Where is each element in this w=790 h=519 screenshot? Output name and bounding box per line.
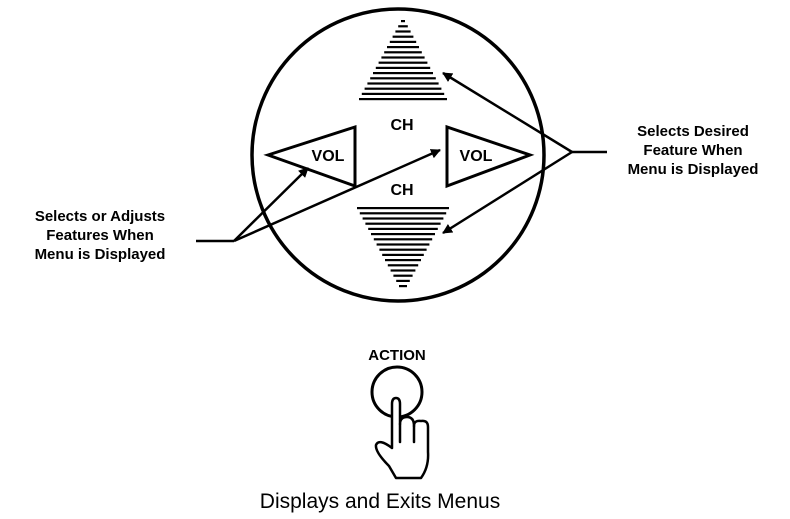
channel-bar (382, 253, 424, 256)
channel-bar (398, 25, 408, 28)
volume-down-arrow-icon (263, 124, 357, 189)
channel-down-button[interactable] (357, 207, 449, 288)
channel-bar (370, 77, 436, 80)
left-callout-line: Menu is Displayed (34, 246, 166, 263)
channel-bar (389, 40, 417, 43)
volume-up-arrow-icon (445, 124, 535, 189)
channel-bar (384, 51, 422, 54)
action-button-label: ACTION (368, 347, 426, 364)
channel-bar (359, 98, 447, 101)
channel-down-label: CH (390, 182, 413, 199)
channel-bar (396, 279, 410, 282)
channel-bar (390, 269, 416, 272)
volume-down-label: VOL (312, 148, 345, 165)
channel-bar (373, 238, 433, 241)
right-callout-line: Menu is Displayed (627, 161, 759, 178)
action-button-caption: Displays and Exits Menus (259, 490, 501, 513)
volume-up-label: VOL (460, 148, 493, 165)
channel-bar (378, 61, 428, 64)
channel-bar (401, 20, 405, 23)
channel-bar (368, 227, 438, 230)
left-callout-line: Selects or Adjusts (34, 208, 166, 225)
channel-bar (359, 212, 447, 215)
volume-up-button[interactable]: VOL (445, 124, 535, 189)
volume-down-button[interactable]: VOL (263, 124, 357, 189)
channel-bar (381, 56, 425, 59)
channel-bar (395, 30, 411, 33)
right-callout-text: Selects Desired Feature When Menu is Dis… (598, 122, 788, 179)
channel-bar (387, 46, 419, 49)
right-callout-line: Selects Desired (637, 123, 749, 140)
channel-bar (376, 243, 430, 246)
channel-bar (373, 72, 433, 75)
channel-bar (387, 264, 419, 267)
channel-bar (364, 87, 442, 90)
channel-bar (371, 233, 435, 236)
channel-bar (399, 285, 407, 288)
channel-bar (365, 222, 441, 225)
channel-bar (392, 35, 414, 38)
right-callout-pointer (442, 71, 607, 235)
keypad-outer-ring (250, 7, 546, 303)
channel-up-label: CH (390, 117, 413, 134)
channel-bar (361, 92, 445, 95)
channel-bar (362, 217, 444, 220)
channel-bar (385, 259, 421, 262)
channel-up-button[interactable] (359, 20, 447, 101)
left-callout-pointer (196, 148, 441, 243)
right-callout-line: Feature When (643, 142, 743, 159)
channel-bar (393, 274, 413, 277)
left-callout-line: Features When (46, 227, 154, 244)
pointing-hand-icon (374, 396, 430, 480)
channel-bar (367, 82, 439, 85)
channel-bar (357, 207, 449, 210)
left-callout-text: Selects or Adjusts Features When Menu is… (4, 207, 196, 264)
channel-bar (375, 66, 431, 69)
channel-bar (379, 248, 427, 251)
